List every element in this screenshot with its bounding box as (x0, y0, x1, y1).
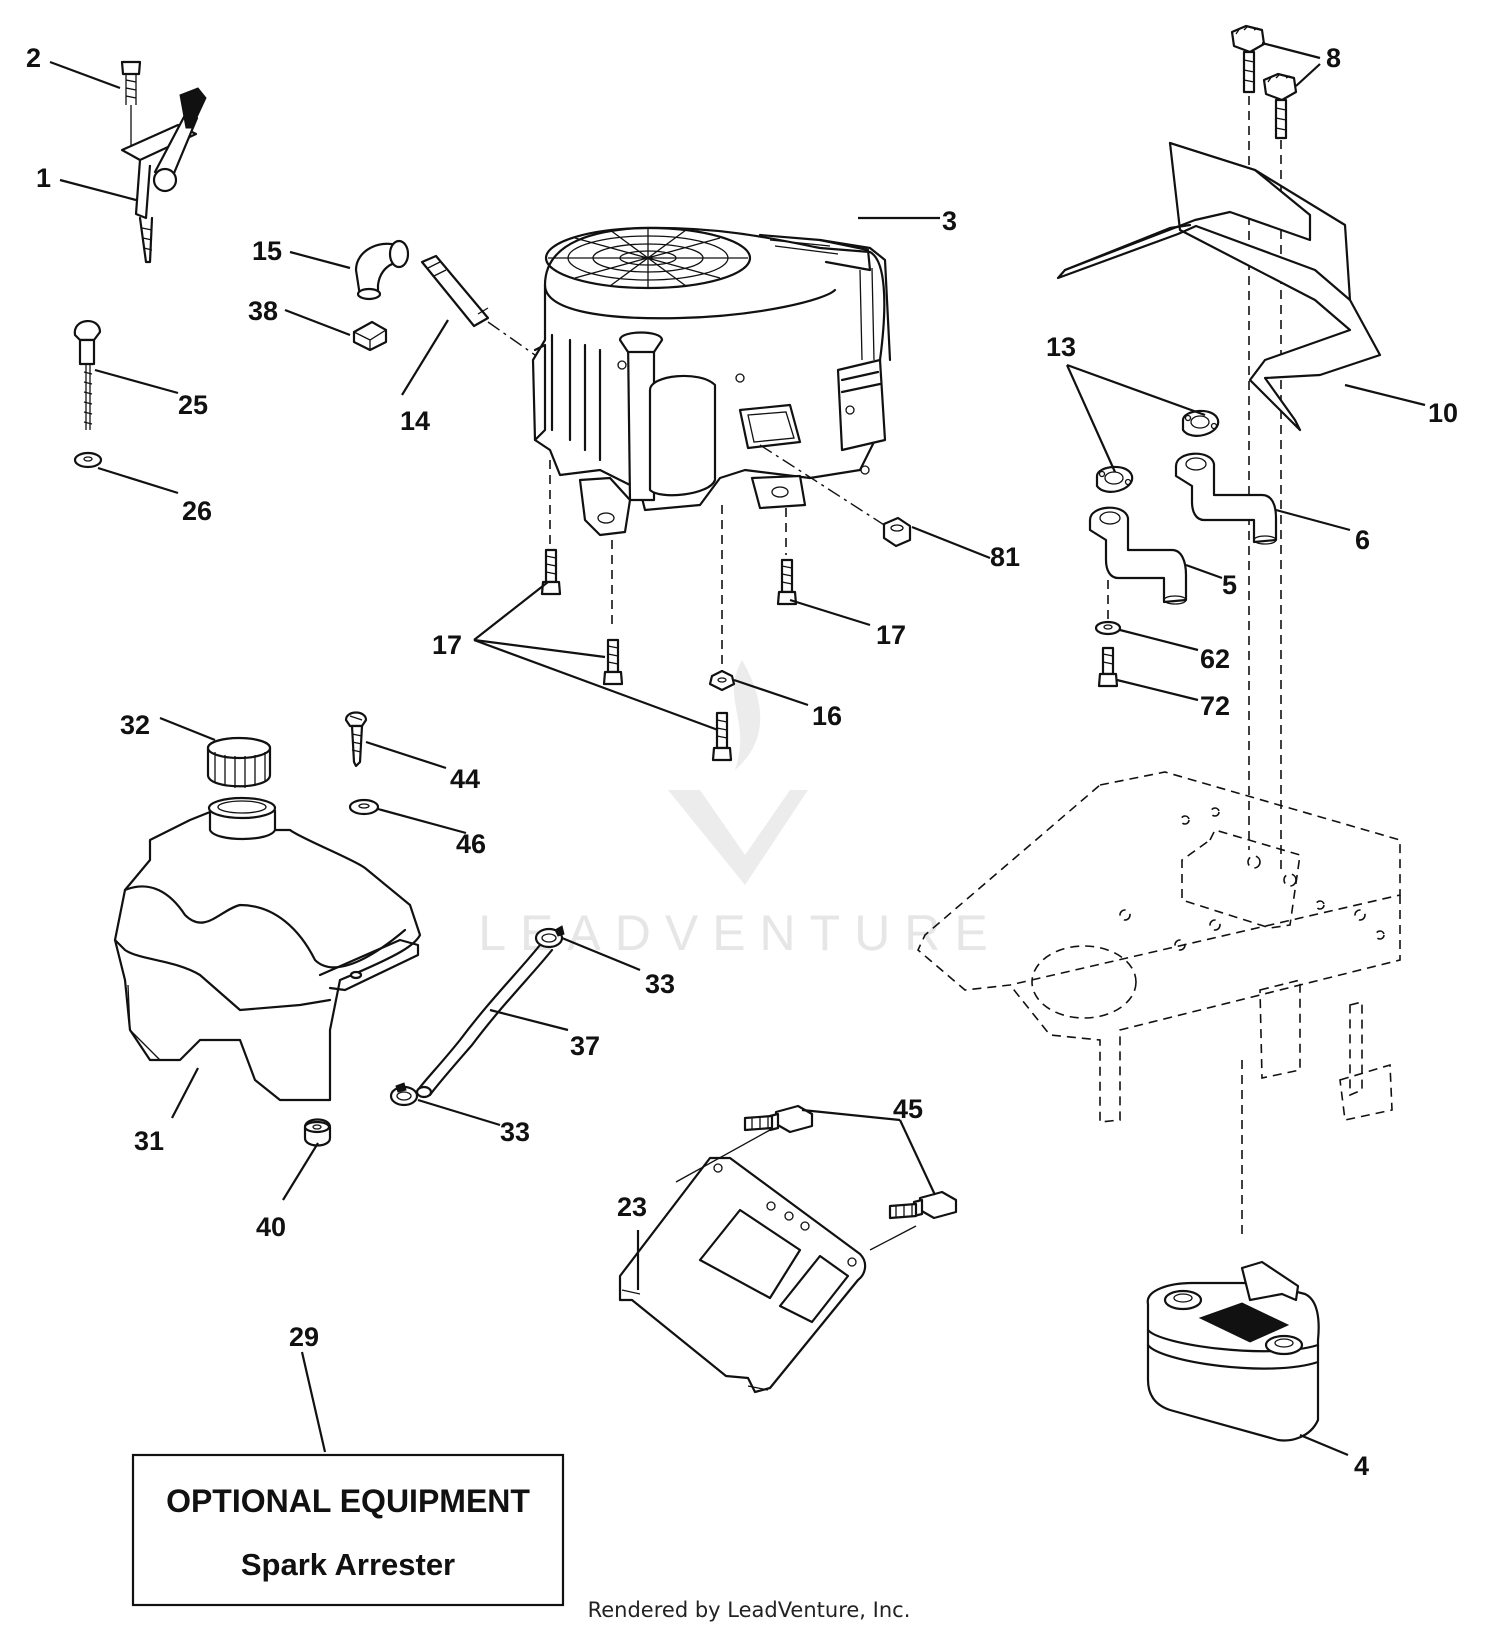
hose-clamp-part-2[interactable] (389, 1082, 419, 1107)
callout-33-lower[interactable]: 33 (500, 1117, 530, 1147)
callout-45[interactable]: 45 (893, 1094, 923, 1124)
mounting-plate-part[interactable] (618, 1156, 867, 1394)
muffler-bolt-part-2[interactable] (1262, 72, 1298, 140)
callout-16[interactable]: 16 (812, 701, 842, 731)
leader-lines (49, 41, 1426, 1457)
pipe-nipple-part[interactable] (420, 254, 490, 328)
callout-26[interactable]: 26 (182, 496, 212, 526)
callout-40[interactable]: 40 (256, 1212, 286, 1242)
callout-10[interactable]: 10 (1428, 398, 1458, 428)
plate-screw-part[interactable] (743, 1104, 814, 1134)
exhaust-gasket-part[interactable] (1095, 465, 1134, 493)
callout-5[interactable]: 5 (1222, 570, 1237, 600)
heat-shield-part[interactable] (1056, 141, 1382, 432)
engine-bolt-part-2[interactable] (602, 638, 624, 686)
flat-washer-part[interactable] (1094, 620, 1122, 636)
fuel-tank-part[interactable] (113, 796, 422, 1102)
callout-23[interactable]: 23 (617, 1192, 647, 1222)
exhaust-gasket-part-2[interactable] (1181, 409, 1220, 437)
engine-bolt-part-3[interactable] (711, 711, 733, 762)
footer-credit: Rendered by LeadVenture, Inc. (588, 1598, 911, 1622)
callout-17-right[interactable]: 17 (876, 620, 906, 650)
exhaust-pipe-part-2[interactable] (1174, 452, 1278, 545)
callout-32[interactable]: 32 (120, 710, 150, 740)
frame-reference (917, 771, 1401, 1123)
callout-1[interactable]: 1 (36, 163, 51, 193)
optional-equipment-title: OPTIONAL EQUIPMENT (166, 1483, 530, 1519)
callout-8[interactable]: 8 (1326, 43, 1341, 73)
throttle-control-part[interactable] (120, 60, 207, 264)
callout-38[interactable]: 38 (248, 296, 278, 326)
plate-screw-part-2[interactable] (888, 1190, 958, 1220)
optional-equipment-item: Spark Arrester (241, 1547, 455, 1582)
callout-33-upper[interactable]: 33 (645, 969, 675, 999)
callout-labels: 2 1 3 15 38 14 25 26 81 17 17 16 8 13 10… (26, 43, 1458, 1481)
callout-17-left[interactable]: 17 (432, 630, 462, 660)
callout-29[interactable]: 29 (289, 1322, 319, 1352)
callout-2[interactable]: 2 (26, 43, 41, 73)
engine-bolt-part-4[interactable] (776, 558, 798, 606)
callout-6[interactable]: 6 (1355, 525, 1370, 555)
muffler-part[interactable] (1146, 1260, 1320, 1442)
oil-plug-part[interactable] (352, 320, 388, 352)
fuel-line-part[interactable] (415, 943, 554, 1099)
optional-equipment-box[interactable]: OPTIONAL EQUIPMENT Spark Arrester (131, 1453, 565, 1607)
callout-3[interactable]: 3 (942, 206, 957, 236)
muffler-bolt-part[interactable] (1230, 24, 1266, 94)
callout-37[interactable]: 37 (570, 1031, 600, 1061)
hex-screw-part[interactable] (1097, 646, 1119, 688)
callout-31[interactable]: 31 (134, 1126, 164, 1156)
callout-81[interactable]: 81 (990, 542, 1020, 572)
callout-25[interactable]: 25 (178, 390, 208, 420)
choke-knob-part[interactable] (73, 320, 103, 469)
callout-13[interactable]: 13 (1046, 332, 1076, 362)
elbow-fitting-part[interactable] (354, 239, 410, 301)
callout-44[interactable]: 44 (450, 764, 480, 794)
callout-46[interactable]: 46 (456, 829, 486, 859)
callout-15[interactable]: 15 (252, 236, 282, 266)
tank-bushing-part[interactable] (303, 1118, 332, 1147)
nut-part[interactable] (882, 516, 912, 548)
exhaust-pipe-part[interactable] (1088, 506, 1188, 605)
lock-washer-part[interactable] (708, 669, 736, 692)
tank-screw-part[interactable] (344, 711, 368, 768)
engine-part[interactable] (531, 226, 892, 537)
callout-72[interactable]: 72 (1200, 691, 1230, 721)
callout-14[interactable]: 14 (400, 406, 430, 436)
tank-washer-part[interactable] (348, 798, 380, 816)
fuel-cap-part[interactable] (206, 736, 272, 788)
callout-4[interactable]: 4 (1354, 1451, 1369, 1481)
callout-62[interactable]: 62 (1200, 644, 1230, 674)
watermark: LEADVENTURE (478, 660, 988, 961)
engine-bolt-part[interactable] (540, 548, 562, 596)
